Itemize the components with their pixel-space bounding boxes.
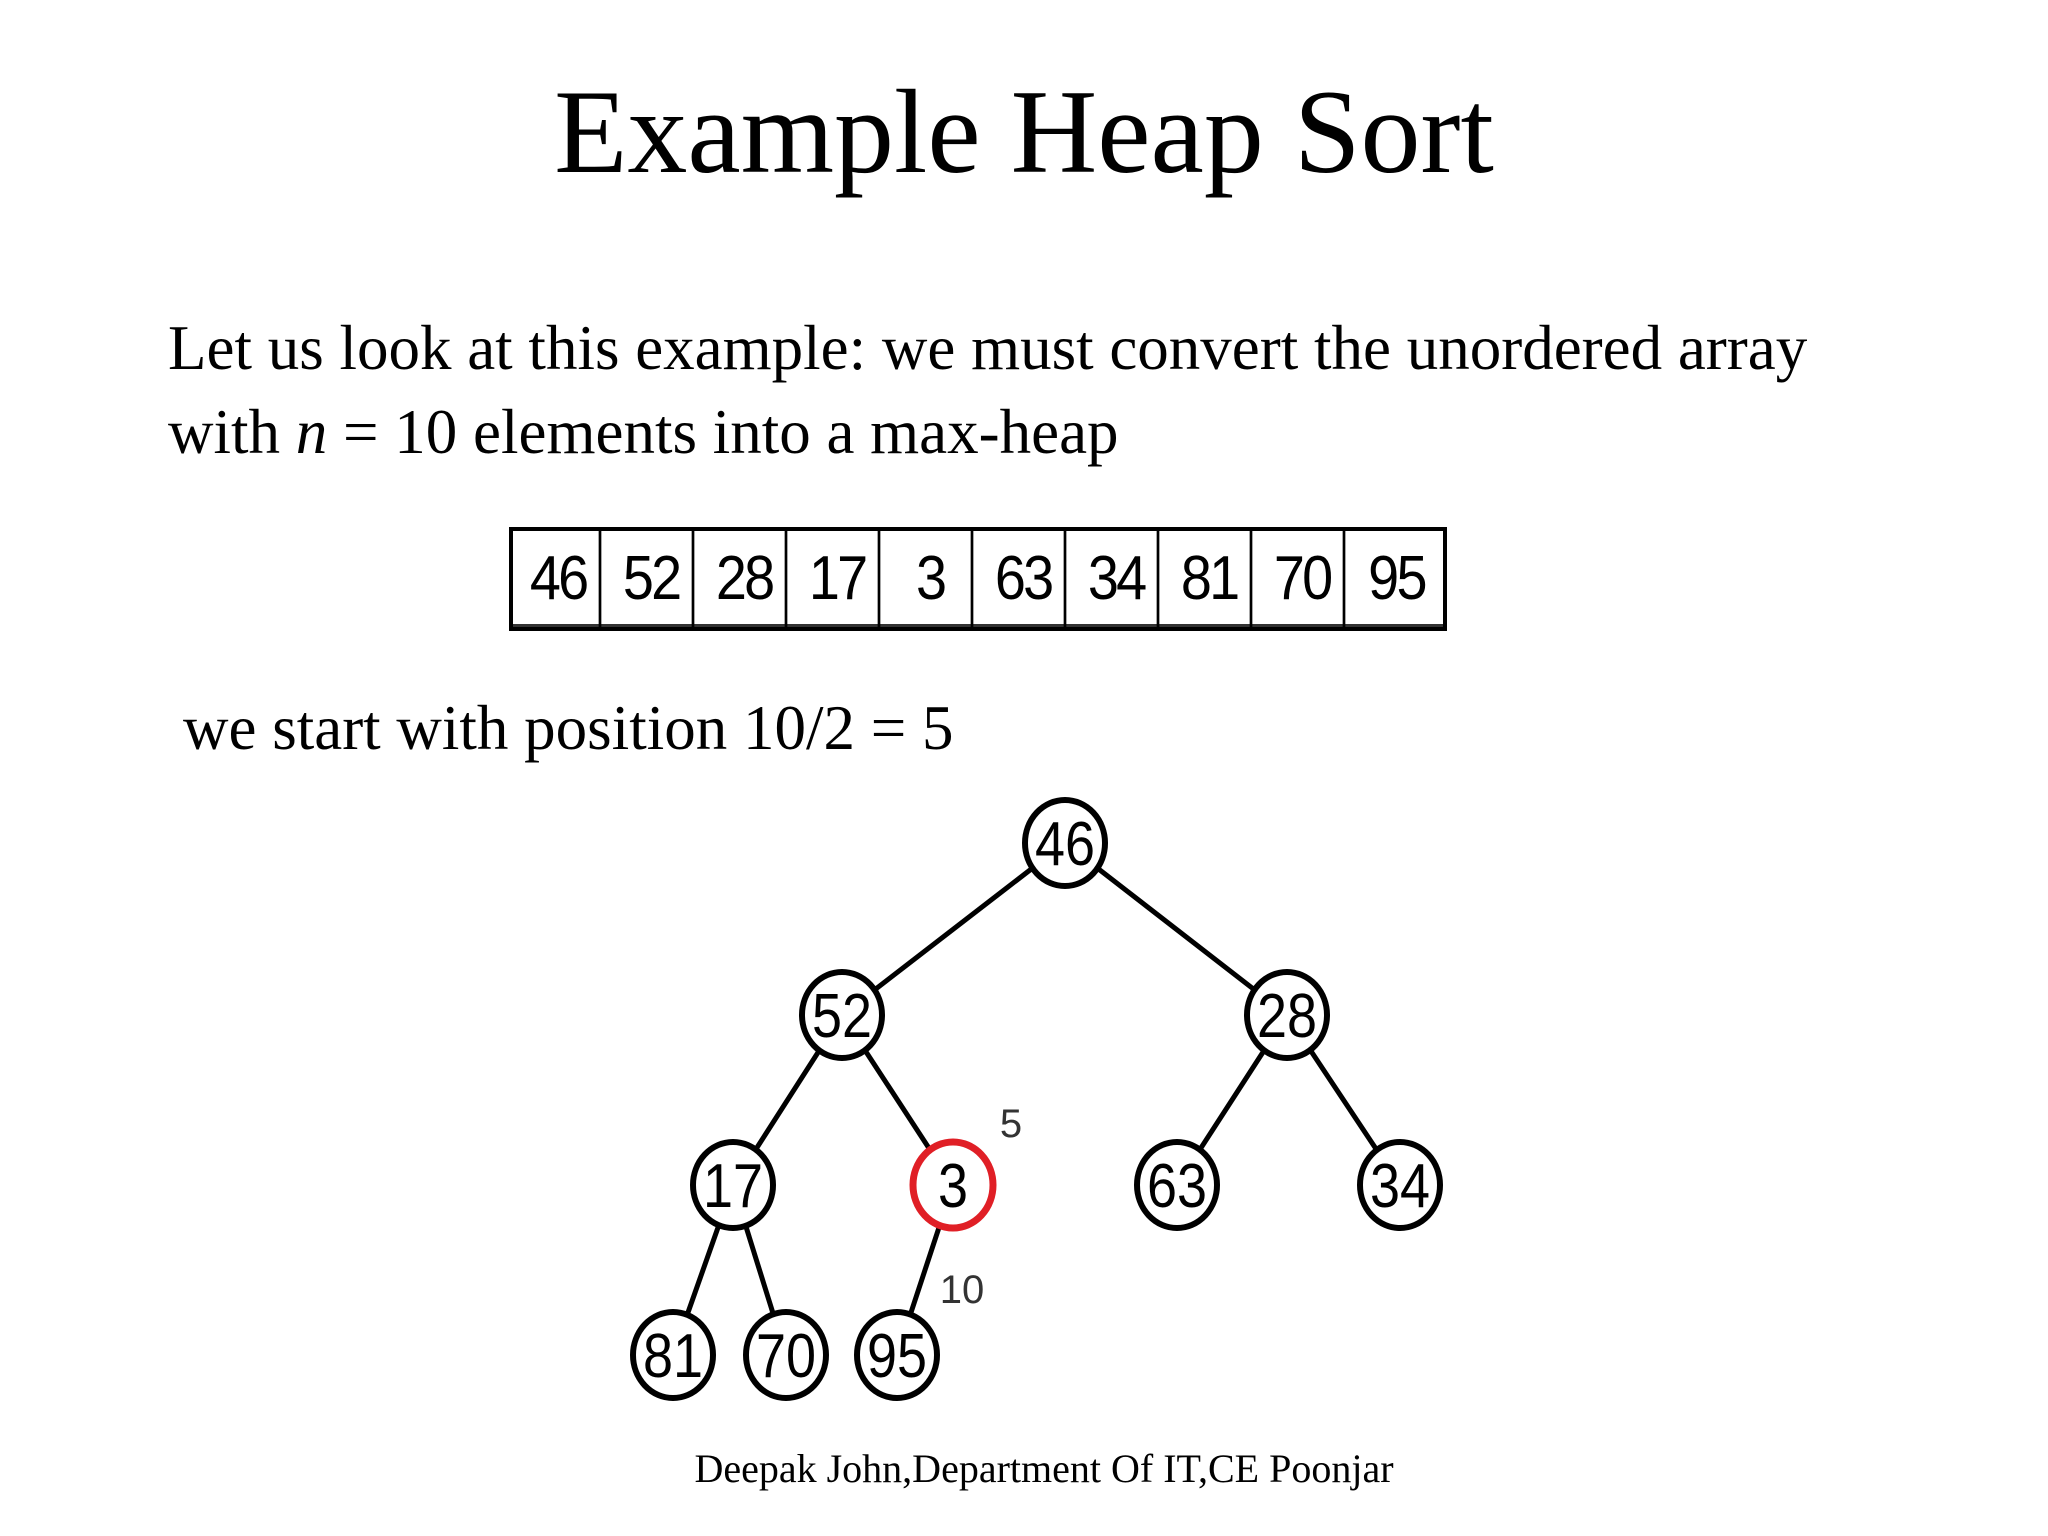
tree-node-70: 70 xyxy=(743,1309,829,1401)
node-circle xyxy=(1022,797,1108,889)
unordered-array: 46 52 28 17 3 63 34 81 70 95 xyxy=(509,527,1447,631)
tree-node-52: 52 xyxy=(799,969,885,1061)
intro-text: Let us look at this example: we must con… xyxy=(168,306,1807,474)
node-value: 28 xyxy=(1257,982,1317,1051)
array-cell: 63 xyxy=(983,531,1067,627)
intro-line-1: Let us look at this example: we must con… xyxy=(168,313,1808,383)
slide-title: Example Heap Sort xyxy=(554,65,1494,198)
node-circle xyxy=(690,1139,776,1231)
node-circle xyxy=(799,969,885,1061)
intro-line-2-prefix: with xyxy=(168,397,296,467)
array-cell: 3 xyxy=(890,531,974,627)
node-circle xyxy=(1134,1139,1220,1231)
tree-node-3: 35 xyxy=(909,1102,1022,1232)
tree-nodes: 46 52 28 17 35 63 34 81 70 95 10 xyxy=(630,797,1443,1401)
tree-edges xyxy=(670,841,1403,1356)
tree-node-95: 95 10 xyxy=(854,1268,985,1401)
node-circle xyxy=(854,1309,940,1401)
node-value: 17 xyxy=(703,1152,763,1221)
node-circle xyxy=(1244,969,1330,1061)
node-value: 3 xyxy=(938,1152,968,1221)
array-cell: 46 xyxy=(518,531,602,627)
tree-node-28: 28 xyxy=(1244,969,1330,1061)
tree-node-81: 81 xyxy=(630,1309,716,1401)
node-value: 34 xyxy=(1370,1152,1430,1221)
node-index-label: 10 xyxy=(940,1268,985,1312)
node-circle xyxy=(630,1309,716,1401)
start-position-text: we start with position 10/2 = 5 xyxy=(183,693,954,763)
array-cell: 95 xyxy=(1368,544,1427,613)
node-circle xyxy=(743,1309,829,1401)
array-cell: 81 xyxy=(1169,531,1253,627)
node-value: 81 xyxy=(643,1322,703,1391)
tree-edge-n1-n3 xyxy=(1063,841,1289,1017)
array-cell: 70 xyxy=(1262,531,1346,627)
variable-n: n xyxy=(295,397,328,467)
slide-footer: Deepak John,Department Of IT,CE Poonjar xyxy=(694,1446,1394,1491)
array-cell: 17 xyxy=(797,531,881,627)
node-value: 95 xyxy=(867,1322,927,1391)
intro-line-2: with n = 10 elements into a max-heap xyxy=(168,390,1807,474)
array-cell: 52 xyxy=(611,531,695,627)
tree-edge-n1-n2 xyxy=(840,841,1067,1017)
highlighted-node-circle xyxy=(909,1138,997,1232)
node-value: 46 xyxy=(1035,810,1095,879)
node-value: 52 xyxy=(812,982,872,1051)
node-index-label: 5 xyxy=(1000,1102,1022,1146)
tree-node-17: 17 xyxy=(690,1139,776,1231)
tree-node-63: 63 xyxy=(1134,1139,1220,1231)
tree-node-46: 46 xyxy=(1022,797,1108,889)
array-cell: 28 xyxy=(704,531,788,627)
node-value: 70 xyxy=(756,1322,816,1391)
tree-node-34: 34 xyxy=(1357,1139,1443,1231)
array-cell: 34 xyxy=(1076,531,1160,627)
node-value: 63 xyxy=(1147,1152,1207,1221)
node-circle xyxy=(1357,1139,1443,1231)
intro-line-2-suffix: = 10 elements into a max-heap xyxy=(327,397,1119,467)
